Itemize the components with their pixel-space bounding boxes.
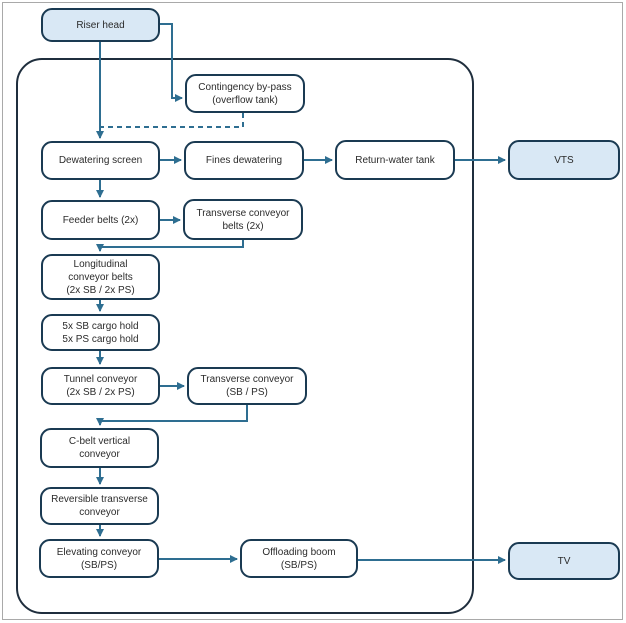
system-boundary-container <box>16 58 474 614</box>
edge-contingency-dashed <box>101 113 244 128</box>
node-dewatering-screen: Dewatering screen <box>41 141 160 180</box>
node-tv: TV <box>508 542 620 580</box>
edge-transverse-longitudinal <box>96 240 244 252</box>
node-tunnel-conveyor: Tunnel conveyor (2x SB / 2x PS) <box>41 367 160 405</box>
edge-transverse-cbelt <box>96 405 248 426</box>
node-feeder-belts: Feeder belts (2x) <box>41 200 160 240</box>
node-fines-dewatering: Fines dewatering <box>184 141 304 180</box>
node-transverse-conveyor-belts: Transverse conveyor belts (2x) <box>183 199 303 240</box>
node-c-belt-vertical-conveyor: C-belt vertical conveyor <box>40 428 159 468</box>
node-reversible-transverse-conveyor: Reversible transverse conveyor <box>40 487 159 525</box>
node-riser-head: Riser head <box>41 8 160 42</box>
node-longitudinal-conveyor-belts: Longitudinal conveyor belts (2x SB / 2x … <box>41 254 160 300</box>
node-transverse-conveyor-sbps: Transverse conveyor (SB / PS) <box>187 367 307 405</box>
node-cargo-holds: 5x SB cargo hold 5x PS cargo hold <box>41 314 160 351</box>
node-elevating-conveyor: Elevating conveyor (SB/PS) <box>39 539 159 578</box>
node-contingency-bypass: Contingency by-pass (overflow tank) <box>185 74 305 113</box>
node-offloading-boom: Offloading boom (SB/PS) <box>240 539 358 578</box>
edge-riserhead-contingency <box>160 23 183 102</box>
node-vts: VTS <box>508 140 620 180</box>
node-return-water-tank: Return-water tank <box>335 140 455 180</box>
